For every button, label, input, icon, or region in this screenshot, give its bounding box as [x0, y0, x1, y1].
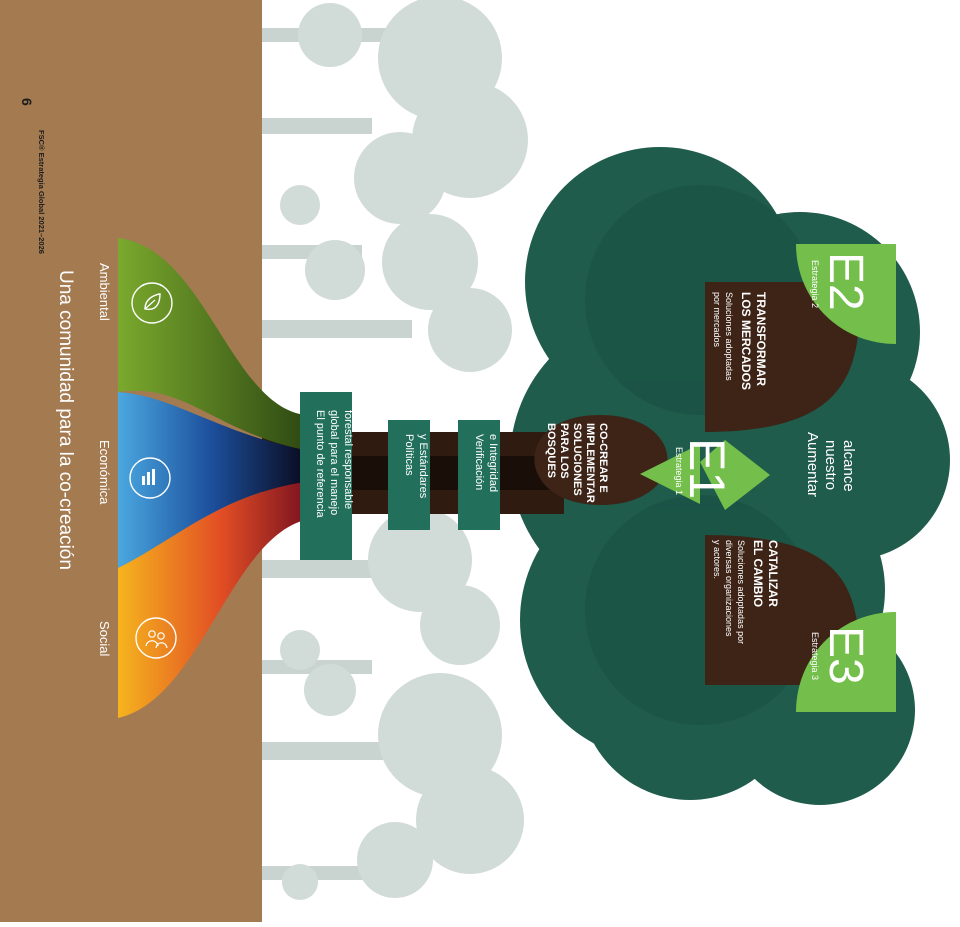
- reach-line2: nuestro: [822, 440, 839, 490]
- e2-subtitle: Estrategia 2: [810, 260, 820, 308]
- background-trees: [262, 0, 528, 900]
- page-number: 6: [19, 98, 35, 106]
- reach-line3: alcance: [840, 440, 857, 492]
- e1-leaf: [700, 440, 770, 510]
- e2-leaf: [796, 244, 896, 344]
- e1-title-line3: SOLUCIONES: [571, 423, 583, 496]
- pillar-economica-label: Económica: [97, 440, 112, 505]
- e1-title-line2: IMPLEMENTAR: [584, 423, 596, 503]
- e2-dark-shape: [705, 282, 860, 432]
- publication-title: FSC® Estrategia Global 2021–2026: [37, 130, 46, 254]
- e3-leaf: [796, 612, 896, 712]
- e1-title-line5: BOSQUES: [545, 423, 557, 478]
- pillar-social-label: Social: [97, 621, 112, 657]
- ambiental-sweep: [118, 238, 305, 450]
- e1-title-line4: PARA LOS: [558, 423, 570, 479]
- e2-code: E2: [819, 252, 872, 311]
- e2-title-line1: TRANSFORMAR: [754, 292, 768, 386]
- community-title: Una comunidad para la co-creación: [55, 270, 76, 570]
- trunk-label-politicas-bg: [388, 420, 430, 530]
- people-icon: [135, 617, 177, 659]
- trunk-politicas-line2: y Estándares: [417, 434, 429, 499]
- trunk-politicas-line1: Políticas: [403, 434, 415, 476]
- e2-desc-line1: Soluciones adoptadas: [724, 292, 734, 381]
- social-sweep: [118, 482, 305, 718]
- e3-title-line2: EL CAMBIO: [751, 540, 765, 607]
- e1-code: E1: [679, 438, 735, 499]
- trunk-label-referencia-bg: [300, 392, 352, 560]
- reach-line1: Aumentar: [804, 432, 821, 497]
- trunk-referencia-line2: global para el manejo: [328, 410, 340, 515]
- e3-desc-line2: diversas organizaciones: [724, 540, 734, 637]
- e3-title-line1: CATALIZAR: [766, 540, 780, 607]
- e3-code: E3: [819, 626, 872, 685]
- e3-desc-line3: y actores.: [712, 540, 722, 579]
- trunk-referencia-line3: forestal responsable: [342, 410, 354, 509]
- chart-icon: [129, 457, 171, 499]
- trunk-verificacion-line2: e Integridad: [487, 434, 499, 492]
- trunk-referencia-line1: El punto de referencia: [314, 410, 326, 519]
- e1-title-line1: CO-CREAR E: [597, 423, 609, 493]
- e2-desc-line2: por mercados: [712, 292, 722, 348]
- pillar-ambiental-label: Ambiental: [97, 263, 112, 321]
- e1-subtitle: Estrategia 1: [674, 447, 684, 495]
- leaf-icon: [131, 282, 173, 324]
- e3-desc-line1: Soluciones adoptadas por: [736, 540, 746, 644]
- e3-subtitle: Estrategia 3: [810, 632, 820, 680]
- economica-sweep: [118, 392, 305, 568]
- trunk-label-verificacion-bg: [458, 420, 500, 530]
- e1-dark-shape: [534, 415, 668, 505]
- trunk-verificacion-line1: Verificación: [473, 434, 485, 490]
- e2-title-line2: LOS MERCADOS: [739, 292, 753, 390]
